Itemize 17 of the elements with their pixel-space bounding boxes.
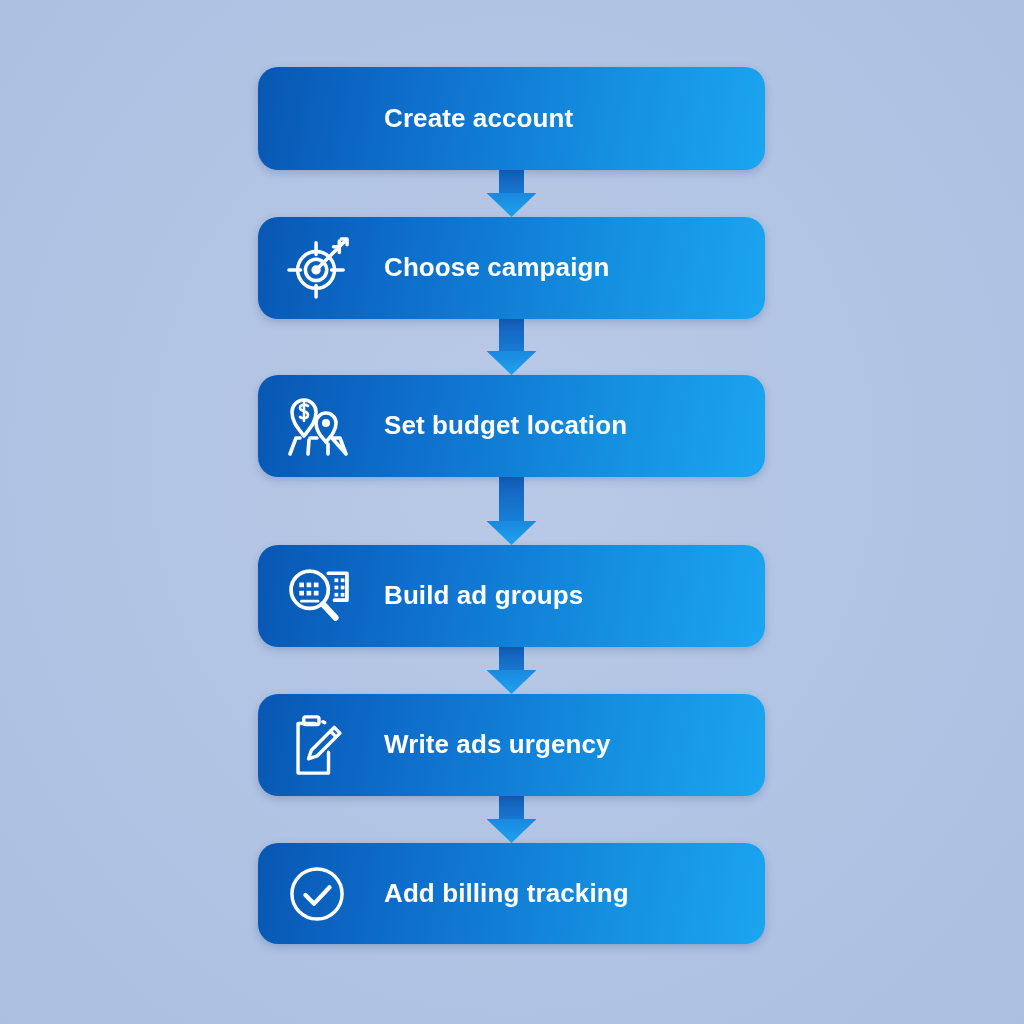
step-label: Create account [384, 102, 574, 135]
flow-arrow [486, 170, 537, 217]
step-label: Build ad groups [384, 580, 584, 612]
flow-arrow [486, 477, 537, 545]
step-label: Write ads urgency [384, 729, 611, 761]
step-box [258, 545, 765, 647]
flow-arrow [486, 796, 537, 843]
step-box [258, 843, 765, 944]
step-label: Add billing tracking [384, 877, 629, 910]
step-box [258, 694, 765, 796]
step-label: Set budget location [384, 410, 628, 442]
flow-arrow [486, 319, 537, 375]
step-box [258, 67, 765, 170]
step-label: Choose campaign [384, 252, 610, 284]
step-box [258, 217, 765, 319]
flow-arrow [486, 647, 537, 694]
step-box [258, 375, 765, 477]
